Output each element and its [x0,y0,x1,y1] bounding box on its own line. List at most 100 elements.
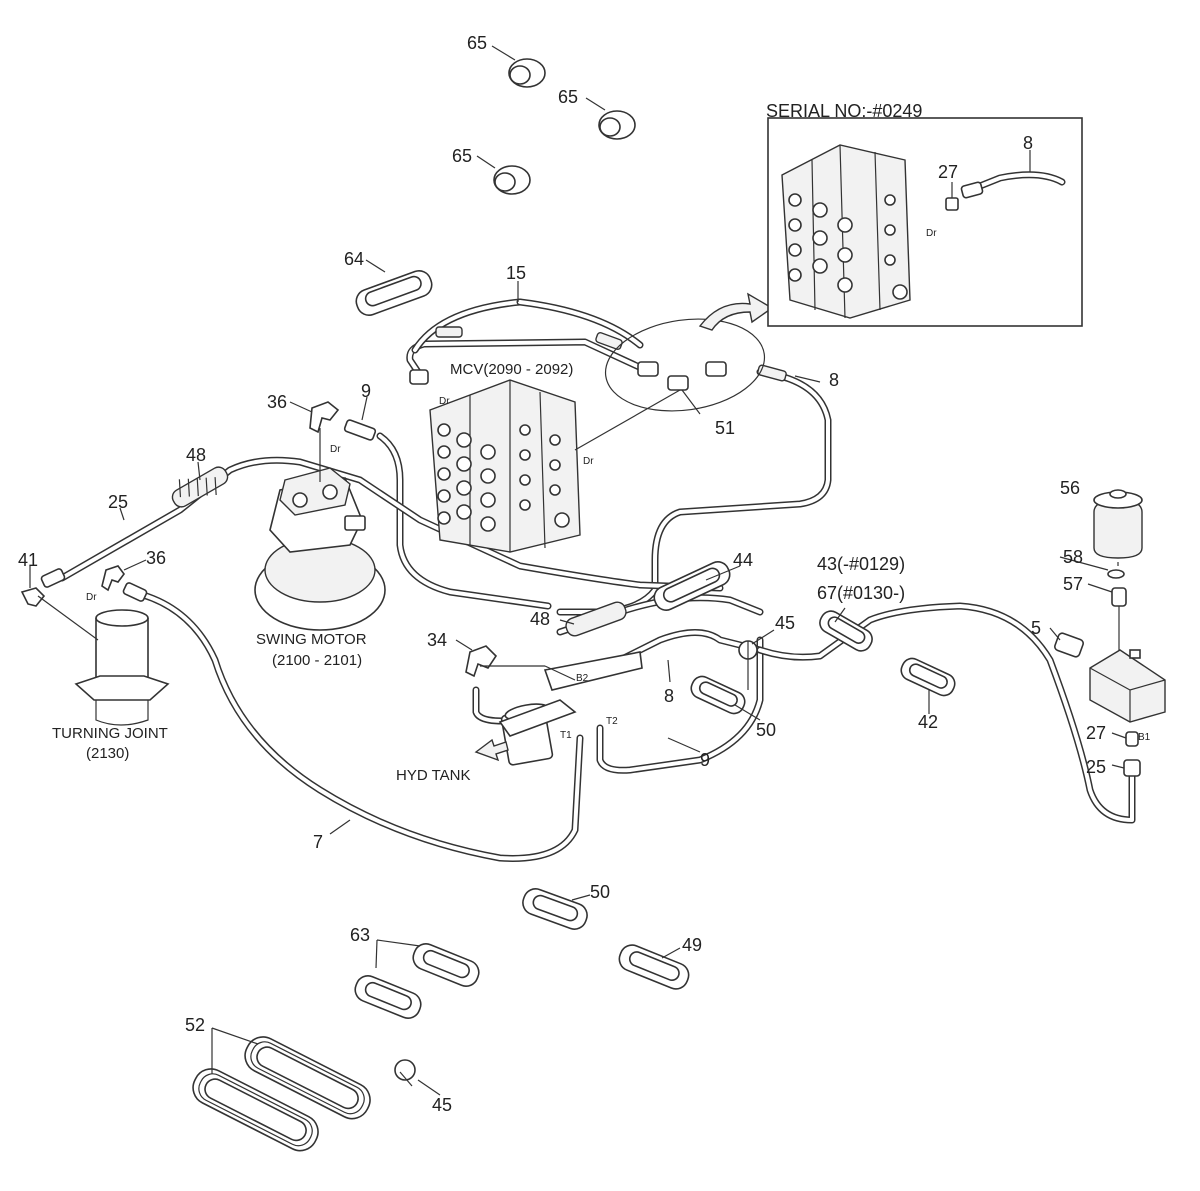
hose-protectors [171,326,787,637]
callout-65-a: 65 [467,33,487,53]
swing-motor [254,428,386,631]
spring-guard-15-right [595,332,623,350]
callout-34: 34 [427,630,447,650]
callout-48-b: 48 [530,609,550,629]
elbow-36-top [309,401,340,434]
callout-41: 41 [18,550,38,570]
band-50-mid [690,675,746,715]
clip-45-mid [738,640,758,690]
port-dr-turning: Dr [86,592,97,603]
fitting-mcv-left [637,361,659,377]
collar-65-b [598,110,636,140]
callout-52: 52 [185,1015,205,1035]
label-swing-motor: SWING MOTOR [256,631,367,648]
port-t2: T2 [606,716,618,727]
label-mcv: MCV(2090 - 2092) [450,361,573,378]
label-hyd-tank: HYD TANK [396,767,470,784]
collar-65-c [493,165,531,195]
fitting-27-right [1125,731,1139,747]
mcv-assembly [429,379,681,553]
callout-56: 56 [1060,478,1080,498]
spring-guard-48-lower [565,601,627,637]
callout-8-low: 8 [664,686,674,706]
callout-49: 49 [682,935,702,955]
labels: SERIAL NO:-#0249 MCV(2090 - 2092) SWING … [18,33,1151,1115]
serial-note: SERIAL NO:-#0249 [766,101,922,121]
callout-63: 63 [350,925,370,945]
hose-25-48 [58,456,724,592]
callout-36-a: 36 [267,392,287,412]
band-64 [355,270,433,316]
leader-lines [29,45,1127,1096]
hose-end-15 [409,369,429,385]
band-49 [618,944,690,990]
callout-25-left: 25 [108,492,128,512]
callout-8-inset: 8 [1023,133,1033,153]
callout-67: 67(#0130-) [817,583,905,603]
callout-50-bottom: 50 [590,882,610,902]
port-dr-top: Dr [439,396,450,407]
band-44 [653,561,731,611]
label-turning-joint-range: (2130) [86,745,129,762]
fitting-57 [1111,587,1127,607]
elbow-41 [20,587,46,607]
callout-5: 5 [1031,618,1041,638]
pressure-switch-56 [1093,489,1143,559]
return-filter [480,651,643,766]
spring-guard-15-left [435,326,463,338]
band-42 [900,657,956,697]
callout-50-mid: 50 [756,720,776,740]
label-swing-motor-range: (2100 - 2101) [272,652,362,669]
callout-25-right: 25 [1086,757,1106,777]
callout-64: 64 [344,249,364,269]
fitting-mcv-right [705,361,727,377]
hose-end-25 [40,568,66,588]
detail-arrow [698,292,774,331]
port-dr-swing: Dr [330,444,341,455]
band-52-b [192,1068,319,1152]
band-63-a [412,943,480,987]
band-52-a [244,1036,371,1120]
port-dr-inset: Dr [926,228,937,239]
callout-15: 15 [506,263,526,283]
callout-45-mid: 45 [775,613,795,633]
callout-51: 51 [715,418,735,438]
plug-5 [1054,632,1084,658]
callout-9-low: 9 [700,750,710,770]
turning-joint [37,595,170,726]
callout-36-b: 36 [146,548,166,568]
band-43-67 [819,610,873,652]
callout-27-right: 27 [1086,723,1106,743]
elbow-36-lower [101,565,125,592]
callout-45-bottom: 45 [432,1095,452,1115]
band-63-b [354,975,422,1019]
callout-48-a: 48 [186,445,206,465]
spring-guard-8 [757,364,787,382]
elbow-34 [465,645,498,678]
band-50-bottom [522,888,588,930]
port-b1: B1 [1138,732,1151,743]
port-dr-mcv: Dr [583,456,594,467]
callout-27-inset: 27 [938,162,958,182]
callout-44: 44 [733,550,753,570]
spring-guard-48-upper [171,466,229,508]
fittings [20,361,1141,777]
valve-block [1089,649,1166,723]
callout-43: 43(-#0129) [817,554,905,574]
callout-42: 42 [918,712,938,732]
detail-highlight-ellipse [604,318,766,412]
port-t1: T1 [560,730,572,741]
hyd-tank-arrow [474,738,509,762]
hose-end-9 [343,419,377,441]
callout-65-b: 65 [558,87,578,107]
port-b2: B2 [576,673,589,684]
callout-8-mid: 8 [829,370,839,390]
clip-45-bottom [394,1059,416,1087]
clamps [192,58,956,1152]
collar-65-a [508,58,546,88]
callout-9-top: 9 [361,381,371,401]
label-turning-joint: TURNING JOINT [52,725,168,742]
fitting-51 [667,375,689,391]
mcv-spools [437,423,570,532]
